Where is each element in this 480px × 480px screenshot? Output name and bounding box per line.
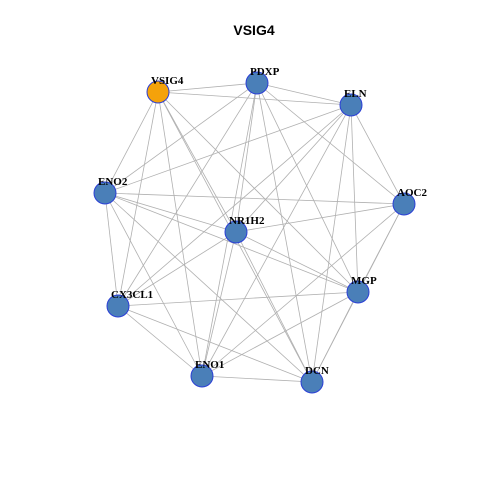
- node-dcn[interactable]: DCN: [300, 365, 329, 394]
- node-mgp[interactable]: MGP: [346, 275, 377, 304]
- edge-eln-nr1h2: [235, 104, 352, 233]
- edge-aoc2-nr1h2: [235, 203, 405, 233]
- edge-vsig4-cx3cl1: [117, 91, 159, 307]
- edge-aoc2-eno2: [104, 192, 405, 205]
- edge-pdxp-eno2: [104, 82, 258, 194]
- node-circle-nr1h2[interactable]: [224, 220, 248, 244]
- edge-vsig4-eno2: [104, 91, 159, 194]
- edge-mgp-dcn: [311, 291, 359, 383]
- node-circle-mgp[interactable]: [346, 280, 370, 304]
- edge-nr1h2-dcn: [235, 231, 313, 383]
- node-aoc2[interactable]: AOC2: [392, 187, 427, 216]
- graph-title: VSIG4: [233, 22, 274, 38]
- edge-eln-mgp: [350, 104, 359, 293]
- edge-eln-aoc2: [350, 104, 405, 205]
- node-circle-cx3cl1[interactable]: [106, 294, 130, 318]
- edge-nr1h2-cx3cl1: [117, 231, 237, 307]
- node-circle-eno2[interactable]: [93, 181, 117, 205]
- edge-nr1h2-eno1: [201, 231, 237, 377]
- node-cx3cl1[interactable]: CX3CL1: [106, 289, 153, 318]
- edge-pdxp-cx3cl1: [117, 82, 258, 307]
- node-label-aoc2: AOC2: [397, 187, 427, 199]
- edge-pdxp-nr1h2: [235, 82, 258, 233]
- edge-layer: [104, 82, 405, 383]
- edge-eno2-nr1h2: [104, 192, 237, 233]
- edge-eno2-eno1: [104, 192, 203, 377]
- node-label-eno2: ENO2: [98, 176, 128, 188]
- node-circle-aoc2[interactable]: [392, 192, 416, 216]
- node-pdxp[interactable]: PDXP: [245, 66, 280, 95]
- node-label-dcn: DCN: [305, 365, 329, 377]
- node-circle-dcn[interactable]: [300, 370, 324, 394]
- edge-vsig4-pdxp: [157, 82, 258, 93]
- node-circle-pdxp[interactable]: [245, 71, 269, 95]
- node-nr1h2[interactable]: NR1H2: [224, 215, 265, 244]
- node-vsig4[interactable]: VSIG4: [146, 75, 184, 104]
- edge-eno2-cx3cl1: [104, 192, 119, 307]
- node-eno2[interactable]: ENO2: [93, 176, 128, 205]
- node-label-mgp: MGP: [351, 275, 377, 287]
- edge-vsig4-nr1h2: [157, 91, 237, 233]
- edge-eln-eno2: [104, 104, 352, 194]
- edge-vsig4-eno1: [157, 91, 203, 377]
- node-label-eno1: ENO1: [195, 359, 224, 371]
- edge-cx3cl1-eno1: [117, 305, 203, 377]
- node-label-nr1h2: NR1H2: [229, 215, 265, 227]
- edge-pdxp-aoc2: [256, 82, 405, 205]
- edge-eln-dcn: [311, 104, 352, 383]
- edge-eln-cx3cl1: [117, 104, 352, 307]
- node-label-eln: ELN: [344, 88, 367, 100]
- node-eln[interactable]: ELN: [339, 88, 367, 117]
- edge-eln-eno1: [201, 104, 352, 377]
- node-circle-vsig4[interactable]: [146, 80, 170, 104]
- edge-cx3cl1-dcn: [117, 305, 313, 383]
- edge-eno2-dcn: [104, 192, 313, 383]
- edge-eno1-dcn: [201, 375, 313, 383]
- edge-pdxp-dcn: [256, 82, 313, 383]
- edge-eno1-mgp: [201, 291, 359, 377]
- node-eno1[interactable]: ENO1: [190, 359, 224, 388]
- node-label-cx3cl1: CX3CL1: [111, 289, 153, 301]
- node-circle-eln[interactable]: [339, 93, 363, 117]
- edge-vsig4-mgp: [157, 91, 359, 293]
- edge-aoc2-eno1: [201, 203, 405, 377]
- node-label-pdxp: PDXP: [250, 66, 280, 78]
- edge-pdxp-eln: [256, 82, 352, 106]
- edge-cx3cl1-mgp: [117, 291, 359, 307]
- node-label-vsig4: VSIG4: [151, 75, 184, 87]
- edge-nr1h2-mgp: [235, 231, 359, 293]
- node-circle-eno1[interactable]: [190, 364, 214, 388]
